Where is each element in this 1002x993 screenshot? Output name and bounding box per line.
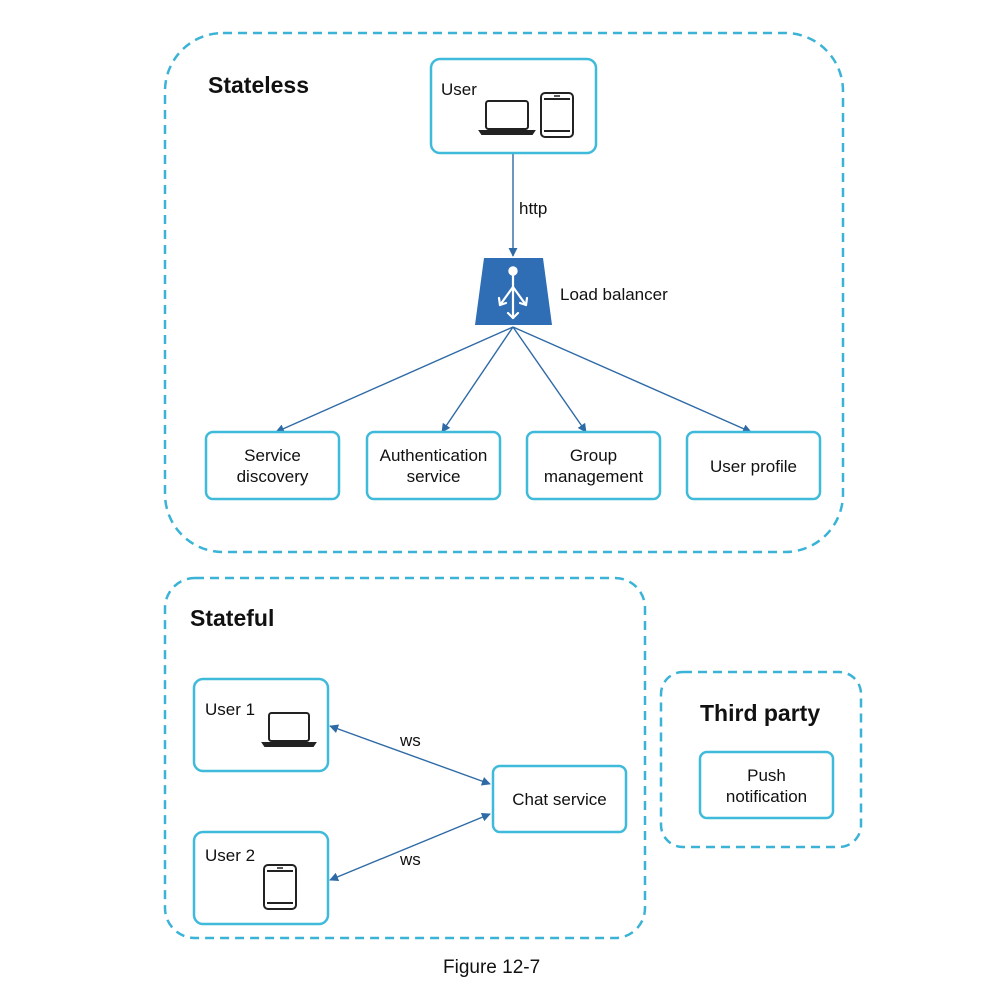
group-management-line1: Group xyxy=(569,446,618,465)
stateful-zone xyxy=(163,576,647,940)
edge-lb-to-user-profile xyxy=(512,326,752,433)
user1-laptop-icon xyxy=(261,712,317,747)
load-balancer-label: Load balancer xyxy=(560,285,668,304)
group-management-box xyxy=(525,430,662,501)
user-laptop-icon xyxy=(478,100,536,135)
chat-service-box xyxy=(491,764,628,834)
user1-label: User 1 xyxy=(205,700,256,719)
push-notification-box xyxy=(698,750,835,820)
user2-label: User 2 xyxy=(205,846,256,865)
load-balancer-icon xyxy=(475,258,552,325)
user1-box xyxy=(192,677,330,773)
ws-edge-label-1: ws xyxy=(400,731,421,750)
edge-user1-chat-service xyxy=(329,724,491,786)
stateless-zone xyxy=(163,31,845,554)
service-discovery-line2: discovery xyxy=(236,467,309,486)
figure-caption: Figure 12-7 xyxy=(443,957,541,978)
group-management-line2: management xyxy=(543,467,644,486)
edge-lb-to-authentication-service xyxy=(441,326,514,433)
stateful-title: Stateful xyxy=(190,605,275,631)
user-label: User xyxy=(441,80,477,99)
user-phone-icon xyxy=(540,92,574,138)
edge-lb-to-group-management xyxy=(512,326,587,433)
user2-box xyxy=(192,830,330,926)
authentication-service-box xyxy=(365,430,502,501)
user-profile-box xyxy=(685,430,822,501)
chat-service-line: Chat service xyxy=(512,790,607,809)
ws-edge-label-2: ws xyxy=(400,850,421,869)
edge-lb-to-service-discovery xyxy=(275,326,514,433)
third-party-zone xyxy=(659,670,863,849)
group-management-label: Group management xyxy=(527,445,660,487)
push-notification-label: Push notification xyxy=(700,765,833,807)
service-discovery-label: Service discovery xyxy=(206,445,339,487)
chat-service-label: Chat service xyxy=(493,789,626,810)
service-discovery-box xyxy=(204,430,341,501)
http-edge-label: http xyxy=(519,199,548,218)
edges xyxy=(275,152,752,882)
user-box xyxy=(429,57,598,155)
third-party-title: Third party xyxy=(700,700,821,726)
authentication-service-line2: service xyxy=(406,467,461,486)
push-notification-line1: Push xyxy=(747,766,786,785)
push-notification-line2: notification xyxy=(725,787,808,806)
user-profile-line: User profile xyxy=(710,457,797,476)
authentication-service-label: Authentication service xyxy=(367,445,500,487)
node-boxes xyxy=(192,57,835,926)
user-profile-label: User profile xyxy=(687,456,820,477)
edge-user2-chat-service xyxy=(329,812,491,882)
user2-phone-icon xyxy=(263,864,297,910)
service-discovery-line1: Service xyxy=(244,446,301,465)
stateless-title: Stateless xyxy=(208,72,310,98)
authentication-service-line1: Authentication xyxy=(379,446,488,465)
